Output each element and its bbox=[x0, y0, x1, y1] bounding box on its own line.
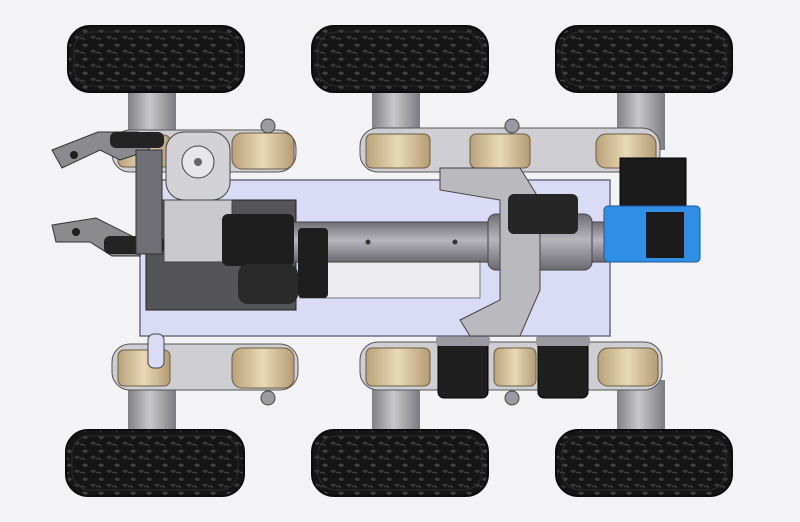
wheel-middle-left bbox=[311, 25, 489, 93]
wheel-front-right bbox=[65, 429, 245, 497]
wheel-middle-right bbox=[311, 429, 489, 497]
gripper-icon bbox=[51, 131, 164, 257]
camera-icon bbox=[163, 131, 328, 304]
front-pin bbox=[147, 333, 165, 369]
rear-bracket bbox=[439, 167, 578, 337]
servo-icon bbox=[603, 157, 701, 263]
wheel-rear-right bbox=[555, 429, 733, 497]
wheel-rear-left bbox=[555, 25, 733, 93]
wheel-front-left bbox=[67, 25, 245, 93]
